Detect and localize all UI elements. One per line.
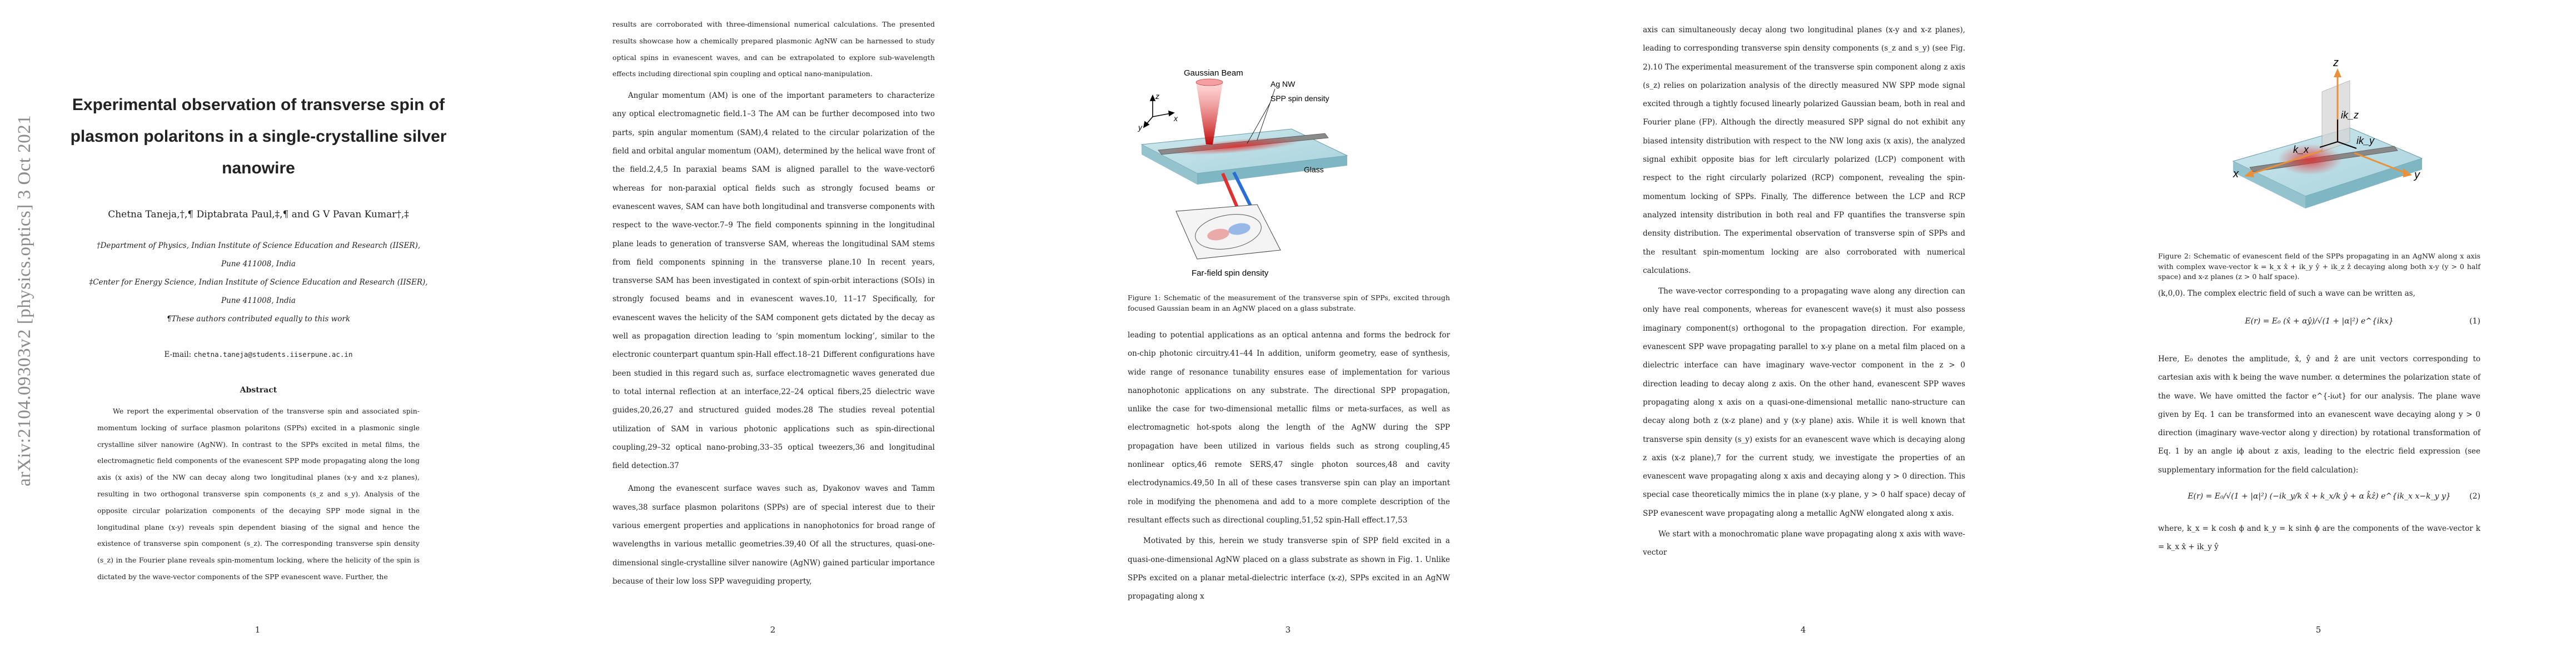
equation-2-number: (2) — [2469, 492, 2480, 501]
paragraph: Motivated by this, herein we study trans… — [1128, 536, 1450, 601]
email-line: E-mail: chetna.taneja@students.iiserpune… — [67, 350, 450, 359]
figure-1-caption: Figure 1: Schematic of the measurement o… — [1128, 293, 1450, 312]
page-3: z x y Gaussian Beam Ag NW SPP spin densi… — [1030, 0, 1546, 667]
line-after-caption: (k,0,0). The complex electric field of s… — [2158, 285, 2480, 303]
label-iky: ik_y — [2356, 135, 2375, 146]
page-number: 2 — [770, 625, 776, 635]
affiliation-line: Pune 411008, India — [221, 296, 296, 305]
abstract-body: We report the experimental observation o… — [97, 403, 420, 585]
label-glass: Glass — [1304, 165, 1324, 174]
figure-1: z x y Gaussian Beam Ag NW SPP spin densi… — [1138, 68, 1348, 278]
equation-1-expression: E(r) = E₀ (x̂ + αŷ)/√(1 + |α|²) e^{ikx} — [2245, 317, 2394, 326]
paragraph: We start with a monochromatic plane wave… — [1643, 530, 1965, 558]
beam-waist — [1195, 78, 1223, 86]
page5-bottom-text: where, k_x = k cosh ϕ and k_y = k sinh ϕ… — [2158, 520, 2480, 557]
spp-spin-density-glow — [1169, 137, 1303, 155]
page-number: 5 — [2315, 625, 2321, 635]
gaussian-beam — [1196, 82, 1223, 145]
arxiv-stamp: arXiv:2104.09303v2 [physics.optics] 3 Oc… — [14, 115, 34, 486]
paragraph: Here, E₀ denotes the amplitude, x̂, ŷ an… — [2158, 355, 2480, 475]
far-field-circle — [1195, 214, 1262, 250]
decay-plane-xz — [2321, 80, 2350, 152]
leader-spp — [1247, 102, 1271, 144]
paragraph: Among the evanescent surface waves such … — [612, 484, 935, 586]
page2-text: results are corroborated with three-dime… — [612, 16, 935, 591]
label-spp-spin-density: SPP spin density — [1270, 94, 1329, 103]
equation-2-expression: E(r) = E₀/√(1 + |α|²) (−ik_y/k x̂ + k_x/… — [2188, 492, 2451, 501]
affiliation-line: ‡Center for Energy Science, Indian Insti… — [89, 278, 428, 287]
authors: Chetna Taneja,†,¶ Diptabrata Paul,‡,¶ an… — [108, 209, 409, 220]
page-number: 1 — [255, 625, 261, 635]
axis-label-y: y — [2413, 169, 2420, 181]
label-ikz: ik_z — [2341, 109, 2359, 121]
paragraph: Angular momentum (AM) is one of the impo… — [612, 91, 935, 471]
label-kx: k_x — [2293, 144, 2309, 155]
paragraph: leading to potential applications as an … — [1128, 331, 1450, 525]
figure-2: z x y ik_z k_x ik_y — [2232, 58, 2423, 208]
far-field-lobe-blue — [1228, 223, 1250, 235]
abstract-paragraph: We report the experimental observation o… — [97, 407, 420, 581]
title-line: plasmon polaritons in a single-crystalli… — [70, 127, 447, 146]
page-1: arXiv:2104.09303v2 [physics.optics] 3 Oc… — [0, 0, 515, 667]
paragraph: results are corroborated with three-dime… — [612, 20, 935, 78]
page4-text: axis can simultaneously decay along two … — [1643, 21, 1965, 563]
email-label: E-mail: — [164, 350, 192, 359]
axis-label-z: z — [1155, 92, 1159, 101]
paragraph: (k,0,0). The complex electric field of s… — [2158, 289, 2415, 298]
paragraph: axis can simultaneously decay along two … — [1643, 26, 1965, 275]
paper-title: Experimental observation of transverse s… — [67, 89, 450, 184]
page-4: axis can simultaneously decay along two … — [1546, 0, 2061, 667]
axes — [1143, 94, 1175, 128]
figure-2-caption: Figure 2: Schematic of evanescent field … — [2158, 252, 2480, 281]
label-far-field: Far-field spin density — [1192, 268, 1269, 278]
paragraph: where, k_x = k cosh ϕ and k_y = k sinh ϕ… — [2158, 524, 2480, 552]
axis-label-x: x — [2233, 168, 2239, 180]
far-field-lobe-red — [1207, 228, 1229, 241]
page-5: z x y ik_z k_x ik_y Figure 2: Schematic … — [2061, 0, 2576, 667]
substrate-front — [2305, 158, 2422, 208]
title-line: nanowire — [222, 159, 295, 177]
wavevector-arrows — [2319, 120, 2357, 149]
title-line: Experimental observation of transverse s… — [72, 96, 445, 114]
paragraph: The wave-vector corresponding to a propa… — [1643, 287, 1965, 518]
axis-label-z: z — [2333, 58, 2339, 69]
evanescent-glow — [2278, 144, 2342, 175]
glass-side-face — [1142, 145, 1197, 185]
label-gaussian-beam: Gaussian Beam — [1184, 68, 1243, 78]
affiliation-line: †Department of Physics, Indian Institute… — [96, 241, 421, 250]
page-2: results are corroborated with three-dime… — [515, 0, 1030, 667]
red-arrow — [1221, 172, 1241, 213]
leader-ag-nw — [1257, 88, 1275, 141]
page5-mid-text: Here, E₀ denotes the amplitude, x̂, ŷ an… — [2158, 350, 2480, 480]
email-address[interactable]: chetna.taneja@students.iiserpune.ac.in — [193, 350, 353, 359]
page3-text: leading to potential applications as an … — [1128, 326, 1450, 606]
axis-label-y: y — [1138, 123, 1143, 132]
equation-1-number: (1) — [2469, 317, 2480, 326]
axis-label-x: x — [1173, 114, 1178, 123]
label-ag-nw: Ag NW — [1270, 79, 1296, 88]
abstract-heading: Abstract — [240, 386, 277, 395]
equal-contribution-note: ¶These authors contributed equally to th… — [166, 315, 351, 323]
affiliation-line: Pune 411008, India — [221, 260, 296, 268]
page-number: 3 — [1285, 625, 1291, 635]
page-number: 4 — [1800, 625, 1806, 635]
